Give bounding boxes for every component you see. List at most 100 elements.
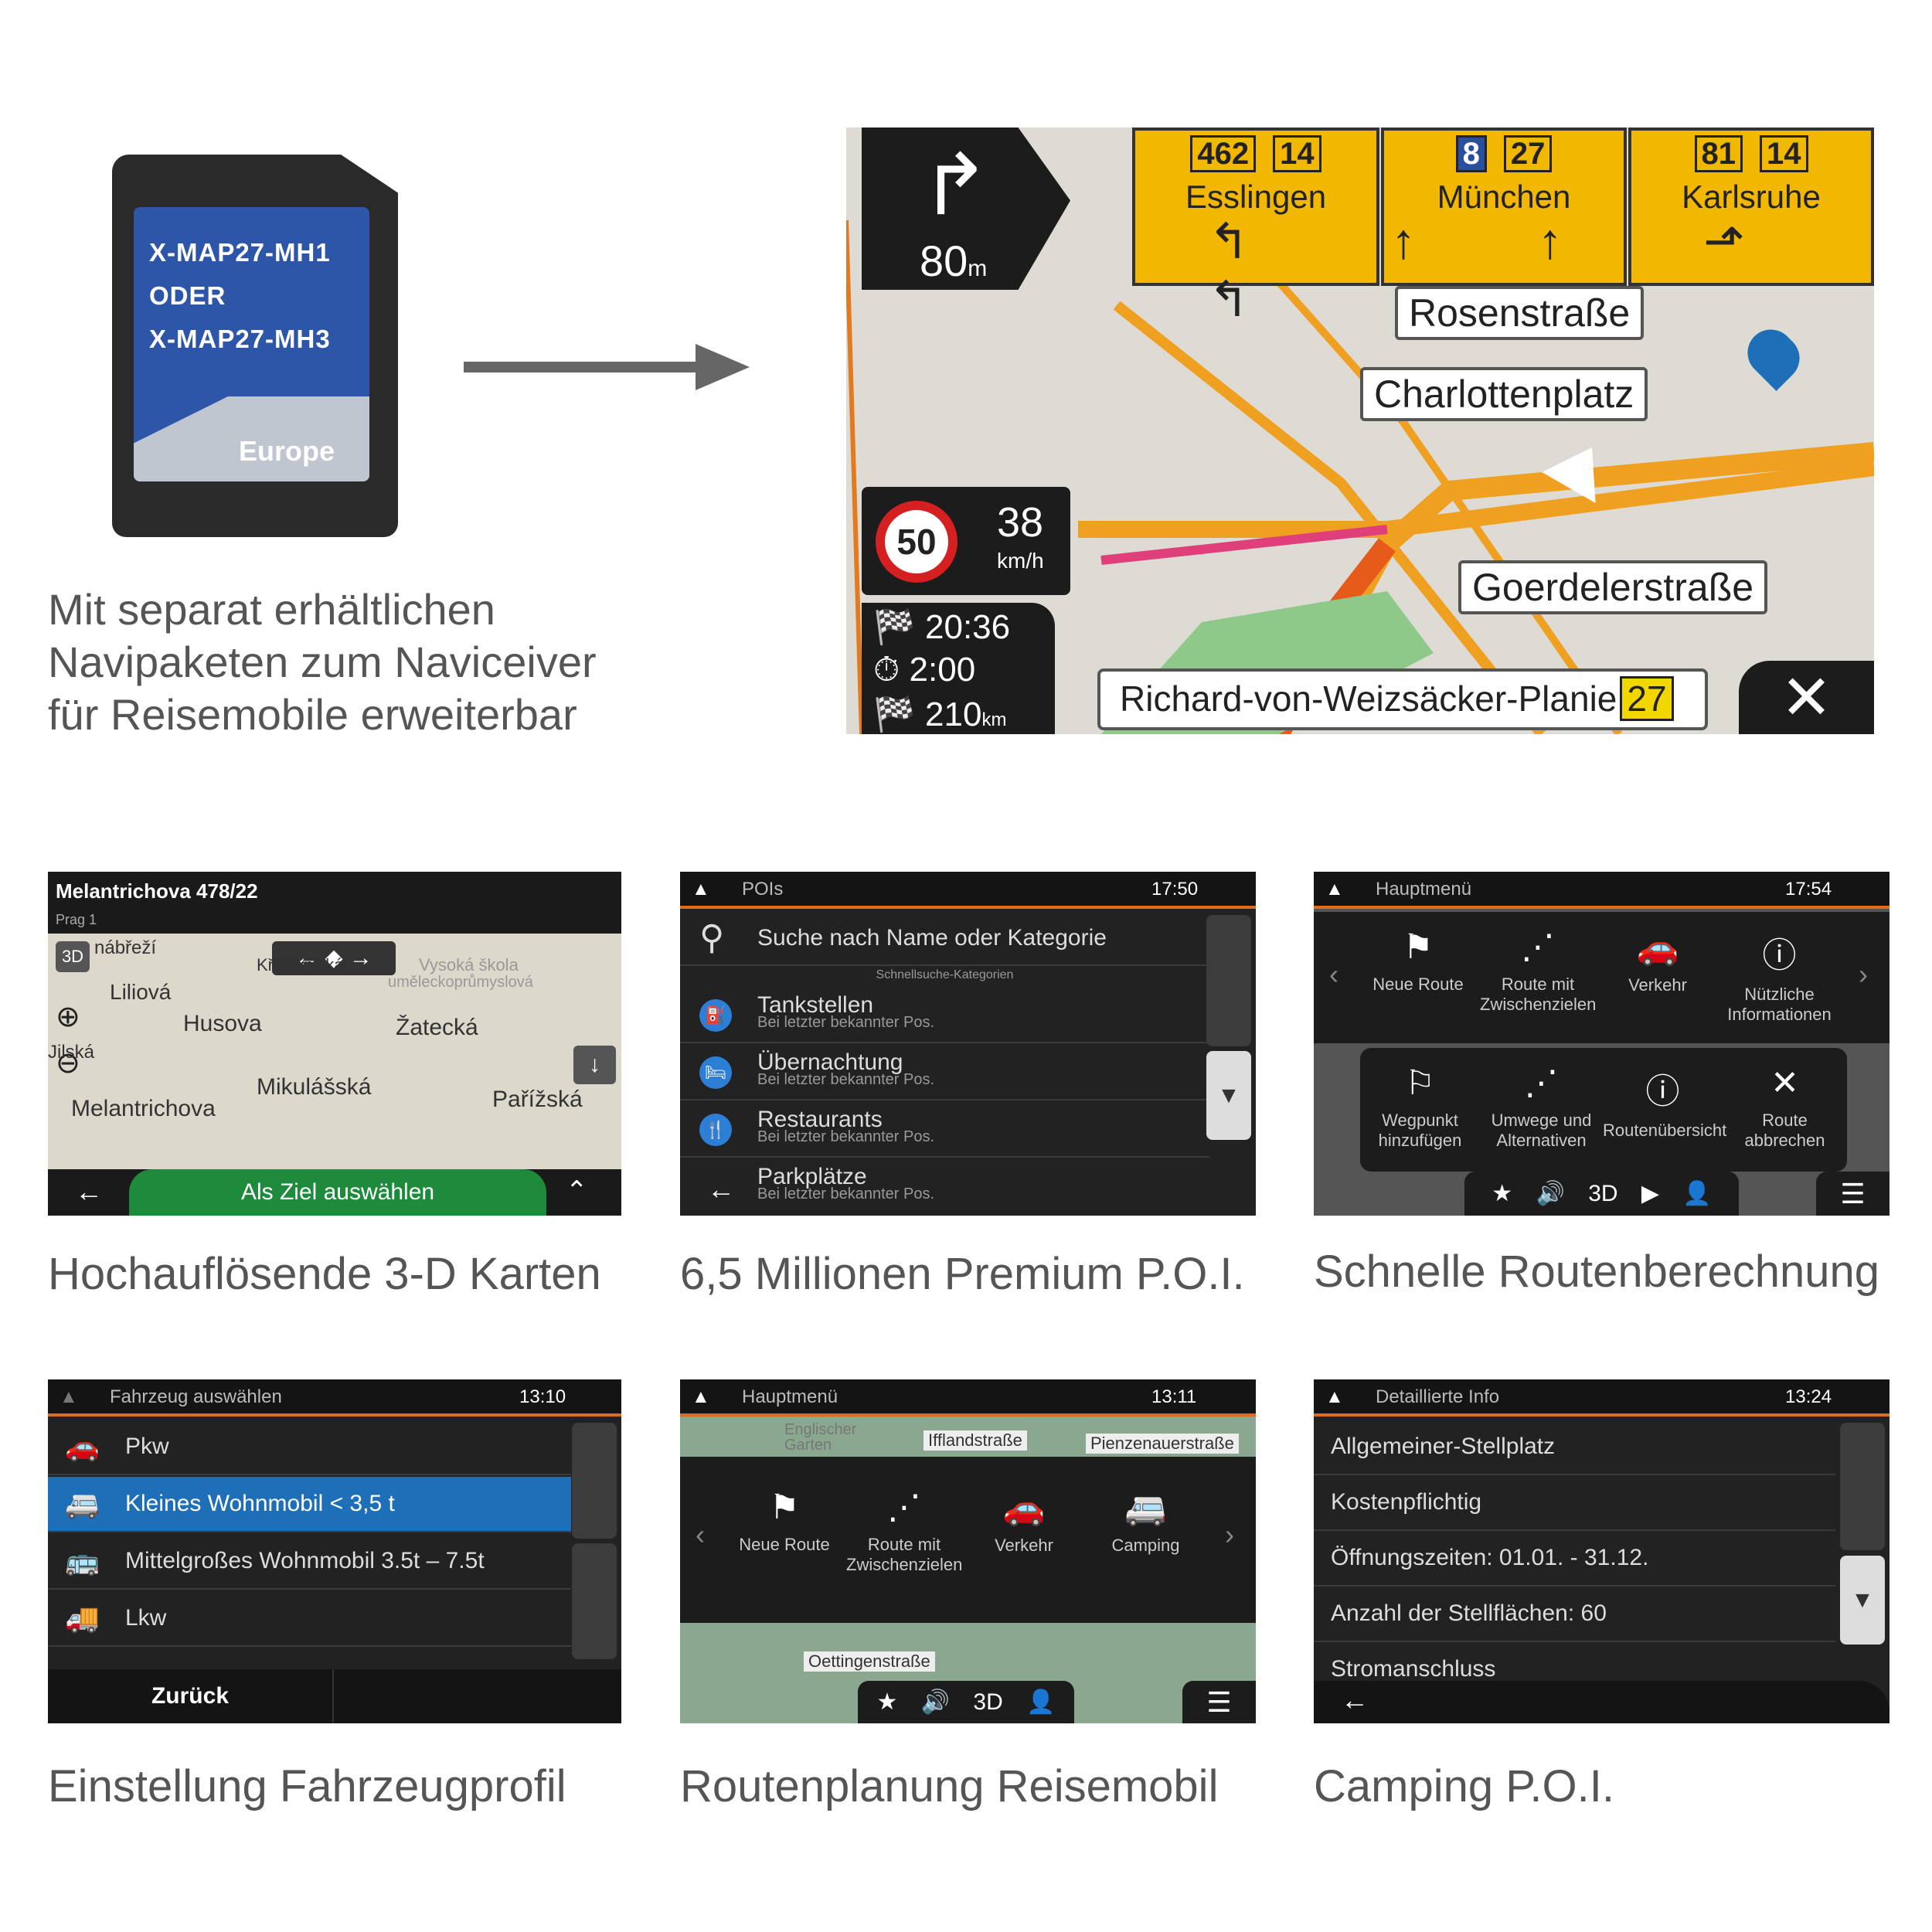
arrow-down-icon[interactable]: ↓ xyxy=(573,1046,616,1084)
chevron-right-icon[interactable]: › xyxy=(1225,1519,1234,1550)
pan-arrows[interactable]: ← ◆ → xyxy=(272,941,396,975)
back-icon[interactable]: ← xyxy=(75,1175,103,1207)
map-label: Liliová xyxy=(110,980,172,1004)
add-waypoint-button[interactable]: ⚐Wegpunkt hinzufügen xyxy=(1360,1063,1480,1151)
top-bar: ▲ Hauptmenü 17:54 xyxy=(1314,872,1889,909)
caption-route: Schnelle Routenberechnung xyxy=(1314,1247,1879,1297)
map-label: Jilská xyxy=(48,1042,95,1063)
map-label: Křižovnická xyxy=(257,955,344,975)
main-menu-screen[interactable]: ▲ Hauptmenü 13:11 Englischer Garten Iffl… xyxy=(680,1379,1256,1723)
restaurant-icon: 🍴 xyxy=(699,1114,732,1146)
new-route-button[interactable]: ⚑Neue Route xyxy=(726,1488,842,1555)
search-input[interactable]: ⚲Suche nach Name oder Kategorie xyxy=(680,912,1209,966)
menu-icon[interactable]: ☰ xyxy=(1182,1681,1256,1723)
route-waypoints-button[interactable]: ⋰Route mit Zwischenzielen xyxy=(846,1488,963,1574)
truck-icon: 🚚 xyxy=(65,1602,100,1634)
info-row: Anzahl der Stellflächen: 60 xyxy=(1314,1587,1835,1642)
chevron-up-icon[interactable]: ⌃ xyxy=(566,1176,588,1206)
chevron-left-icon[interactable]: ‹ xyxy=(696,1519,705,1550)
clock: 13:11 xyxy=(1151,1386,1197,1407)
3d-toggle-button[interactable]: 3D xyxy=(56,941,90,972)
cancel-route-button[interactable]: ✕Route abbrechen xyxy=(1725,1063,1845,1151)
traffic-button[interactable]: 🚗Verkehr xyxy=(1600,927,1716,995)
info-row: Kostenpflichtig xyxy=(1314,1475,1835,1531)
poi-screen[interactable]: ▲ POIs 17:50 ⚲Suche nach Name oder Kateg… xyxy=(680,872,1256,1216)
cancel-route-icon: ✕ xyxy=(1770,1064,1799,1102)
screen-title: Hauptmenü xyxy=(742,1386,838,1407)
caption-3d-maps: Hochauflösende 3-D Karten xyxy=(48,1249,601,1299)
back-button[interactable]: Zurück xyxy=(48,1669,334,1723)
scroll-up-button[interactable] xyxy=(1206,915,1251,1046)
map-label: Englischer Garten xyxy=(784,1421,857,1454)
remaining-time: ⏱ 2:00 xyxy=(873,651,976,689)
chevron-up-icon[interactable]: ▲ xyxy=(692,879,710,900)
chevron-left-icon[interactable]: ‹ xyxy=(1329,958,1338,990)
bed-icon: 🛏 xyxy=(699,1056,732,1089)
zoom-in-icon[interactable]: ⊕ xyxy=(56,1001,80,1033)
top-bar: ▲ Fahrzeug auswählen 13:10 xyxy=(48,1379,621,1417)
quick-bar[interactable]: ★ 🔊 3D 👤 xyxy=(858,1681,1074,1723)
clock: 17:54 xyxy=(1785,879,1832,900)
zoom-out-icon[interactable]: ⊖ xyxy=(56,1047,80,1080)
speed-limit-sign: 50 xyxy=(876,501,957,583)
close-icon[interactable]: ✕ xyxy=(1739,661,1874,734)
back-icon[interactable]: ← xyxy=(707,1173,735,1205)
info-row: Stromanschluss xyxy=(1331,1656,1496,1682)
eta: 🏁 20:36 xyxy=(873,608,1011,646)
scroll-up-button[interactable] xyxy=(572,1423,617,1539)
arrow-right-icon xyxy=(464,344,750,390)
caption-camping: Camping P.O.I. xyxy=(1314,1761,1615,1811)
scroll-down-button[interactable] xyxy=(572,1543,617,1659)
select-destination-button[interactable]: Als Ziel auswählen xyxy=(129,1169,546,1216)
screen-title: Hauptmenü xyxy=(1376,879,1472,900)
caption-poi: 6,5 Millionen Premium P.O.I. xyxy=(680,1249,1245,1299)
chevron-up-icon[interactable]: ▲ xyxy=(60,1386,78,1407)
chevron-up-icon[interactable]: ▲ xyxy=(1325,1386,1344,1407)
scroll-down-button[interactable]: ▼ xyxy=(1206,1051,1251,1140)
back-icon[interactable]: ← xyxy=(1341,1684,1369,1716)
chevron-up-icon[interactable]: ▲ xyxy=(1325,879,1344,900)
detail-info-screen[interactable]: ▲ Detaillierte Info 13:24 Allgemeiner-St… xyxy=(1314,1379,1889,1723)
scroll-up-button[interactable] xyxy=(1840,1423,1885,1550)
detours-button[interactable]: ⋰Umwege und Alternativen xyxy=(1481,1063,1601,1151)
sd-card: X-MAP27-MH1 ODER X-MAP27-MH3 Europe xyxy=(112,155,398,537)
list-item[interactable]: 🚌Mittelgroßes Wohnmobil 3.5t – 7.5t xyxy=(48,1534,571,1590)
turn-right-icon: ↱ xyxy=(920,138,992,233)
chevron-right-icon[interactable]: › xyxy=(1859,958,1868,990)
trip-info-panel[interactable]: 🏁 20:36 ⏱ 2:00 🏁 210km xyxy=(862,603,1055,734)
route-waypoints-button[interactable]: ⋰Route mit Zwischenzielen xyxy=(1480,928,1597,1014)
sd-line3: X-MAP27-MH3 xyxy=(149,325,331,353)
chevron-up-icon[interactable]: ▲ xyxy=(692,1386,710,1407)
list-item-selected[interactable]: 🚐Kleines Wohnmobil < 3,5 t xyxy=(48,1477,571,1532)
bottom-bar: ← Als Ziel auswählen ⌃ xyxy=(48,1169,621,1216)
map-label: Pařížská xyxy=(492,1087,583,1112)
menu-top-row: ‹ ⚑Neue Route ⋰Route mit Zwischenzielen … xyxy=(1314,912,1889,1043)
menu-icon[interactable]: ☰ xyxy=(1816,1172,1889,1216)
map-label: nábřeží xyxy=(94,937,157,958)
scroll-down-button[interactable]: ▼ xyxy=(1840,1556,1885,1645)
turn-distance: 80m xyxy=(920,236,988,285)
camping-button[interactable]: 🚐Camping xyxy=(1086,1488,1206,1556)
street-label: Goerdelerstraße xyxy=(1458,560,1768,614)
new-route-button[interactable]: ⚑Neue Route xyxy=(1360,927,1476,995)
map-label: uměleckoprůmyslová xyxy=(388,974,533,991)
route-menu-screen[interactable]: ▲ Hauptmenü 17:54 ‹ ⚑Neue Route ⋰Route m… xyxy=(1314,872,1889,1216)
vehicle-screen[interactable]: ▲ Fahrzeug auswählen 13:10 🚗Pkw 🚐Kleines… xyxy=(48,1379,621,1723)
list-item[interactable]: 🚚Lkw xyxy=(48,1591,571,1647)
map-3d-screen[interactable]: Melantrichova 478/22 Prag 1 3D ⊕ ⊖ ← ◆ →… xyxy=(48,872,621,1216)
list-item[interactable]: 🚗Pkw xyxy=(48,1420,571,1475)
info-row: Allgemeiner-Stellplatz xyxy=(1314,1420,1835,1475)
quick-bar[interactable]: ★ 🔊 3D ▶ 👤 xyxy=(1464,1172,1739,1216)
traffic-button[interactable]: 🚗Verkehr xyxy=(966,1488,1082,1556)
speed-unit: km/h xyxy=(997,549,1044,573)
traffic-icon: 🚗 xyxy=(1002,1489,1046,1527)
